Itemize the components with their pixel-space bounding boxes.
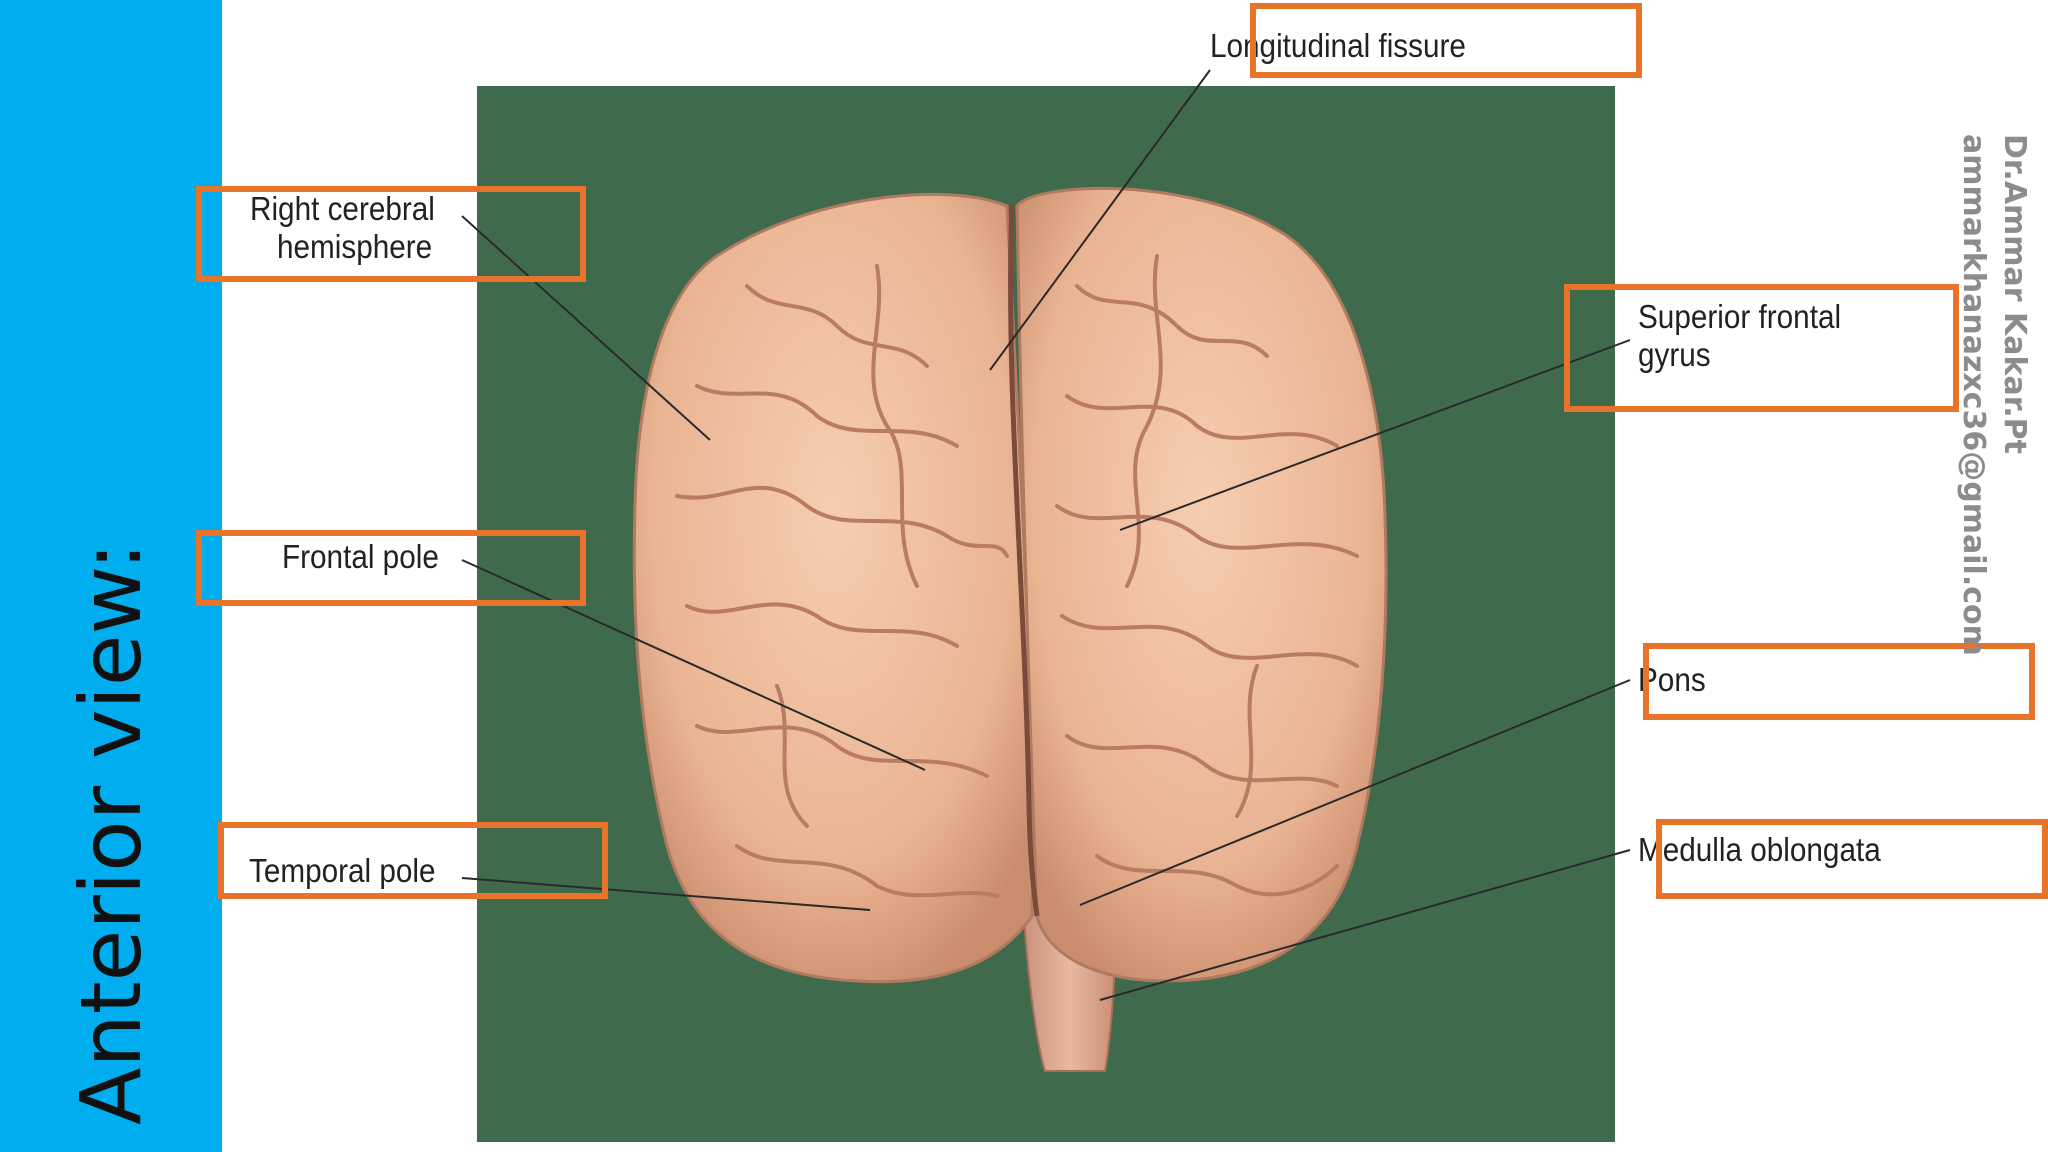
right-hemisphere	[1015, 186, 1388, 983]
highlight-box-medulla-oblongata	[1656, 819, 2048, 899]
highlight-box-pons	[1643, 643, 2035, 720]
leader-line-pons	[1079, 679, 1631, 906]
leader-line-superior-frontal-gyrus	[1119, 339, 1631, 531]
label-temporal-pole: Temporal pole	[249, 852, 436, 889]
label-right-cerebral-hemisphere: Right cerebral hemisphere	[250, 190, 435, 266]
leader-line-frontal-pole	[461, 559, 926, 771]
highlight-box-longitudinal-fissure	[1250, 3, 1642, 78]
highlight-box-temporal-pole	[218, 822, 608, 899]
brain-photo	[477, 86, 1615, 1142]
label-frontal-pole: Frontal pole	[282, 538, 439, 575]
label-pons: Pons	[1638, 661, 1706, 698]
watermark: Dr.Ammar Kakar.Pt ammarkhanazxc36@gmail.…	[1953, 134, 2034, 656]
watermark-name: Dr.Ammar Kakar.Pt	[1997, 134, 2032, 454]
leader-line-temporal-pole	[461, 877, 871, 911]
longitudinal-fissure-line	[1008, 203, 1040, 917]
highlight-box-superior-frontal-gyrus	[1564, 284, 1959, 412]
label-superior-frontal-gyrus: Superior frontal gyrus	[1638, 298, 1842, 374]
leader-line-medulla-oblongata	[1099, 849, 1631, 1001]
title-sidebar: Anterior view:	[0, 0, 222, 1152]
highlight-box-right-cerebral-hemisphere	[196, 186, 586, 282]
highlight-box-frontal-pole	[196, 530, 586, 606]
leader-line-right-cerebral-hemisphere	[461, 215, 711, 441]
sulci	[675, 254, 1359, 898]
brain-illustration	[477, 86, 1615, 1142]
leader-line-longitudinal-fissure	[989, 69, 1211, 371]
watermark-email: ammarkhanazxc36@gmail.com	[1956, 134, 1992, 656]
label-medulla-oblongata: Medulla oblongata	[1638, 831, 1881, 868]
